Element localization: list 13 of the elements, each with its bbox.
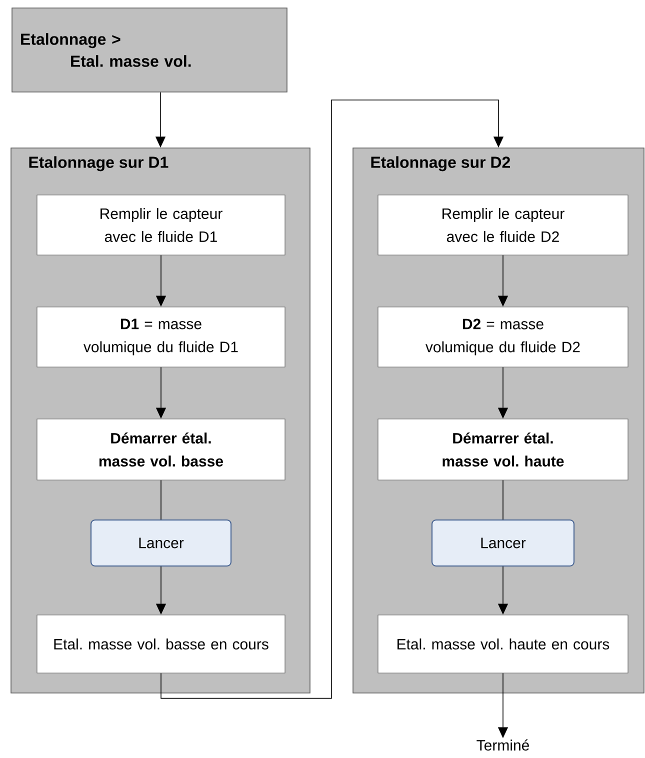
process-box: Etal. masse vol. basse en cours bbox=[36, 614, 286, 674]
process-box: D2 = masse volumique du fluide D2 bbox=[378, 306, 628, 368]
process-box: D1 = masse volumique du fluide D1 bbox=[36, 306, 286, 368]
process-box: Remplir le capteur avec le fluide D1 bbox=[36, 194, 286, 256]
process-box: Etal. masse vol. haute en cours bbox=[378, 614, 628, 674]
button: Lancer bbox=[432, 520, 574, 566]
process-box: Remplir le capteur avec le fluide D2 bbox=[378, 194, 628, 256]
header-box: Etalonnage > Etal. masse vol. bbox=[12, 8, 288, 92]
process-box: Démarrer étal. masse vol. haute bbox=[378, 418, 628, 480]
end-label: Terminé bbox=[476, 739, 529, 751]
process-box: Démarrer étal. masse vol. basse bbox=[36, 418, 286, 480]
arrow bbox=[160, 100, 504, 699]
button: Lancer bbox=[90, 520, 232, 566]
